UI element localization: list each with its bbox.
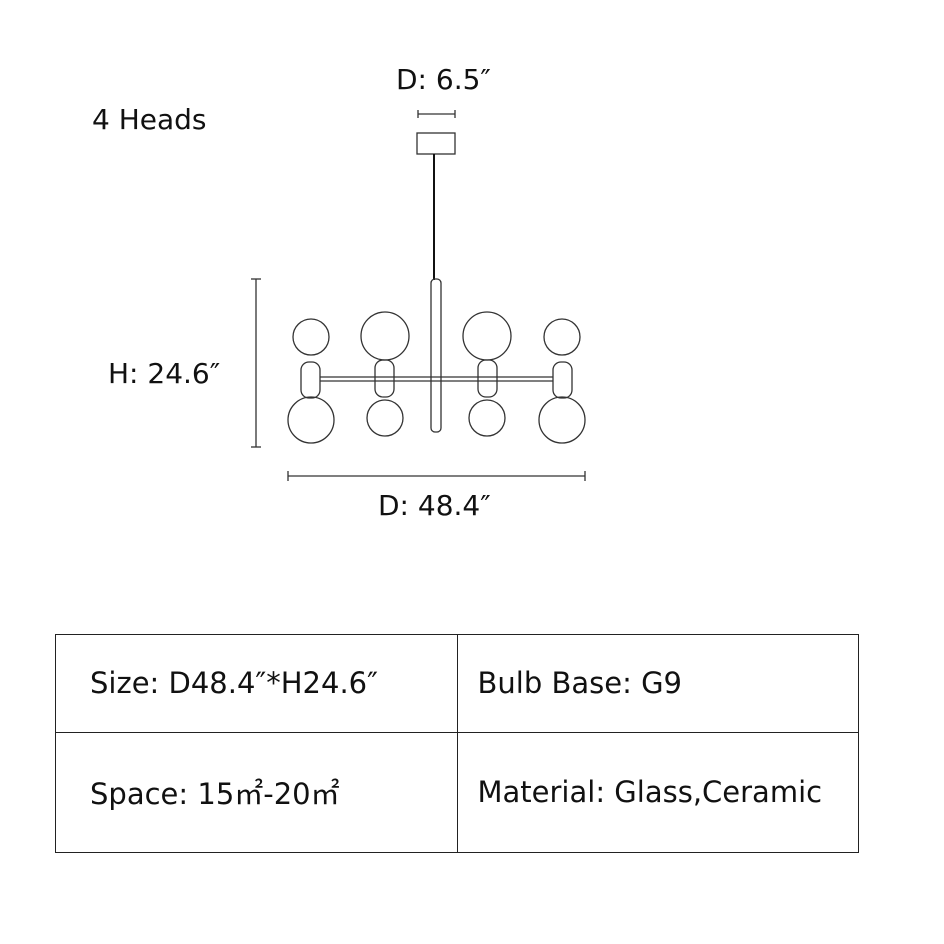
heads-label: 4 Heads bbox=[92, 103, 207, 136]
height-label: H: 24.6″ bbox=[108, 357, 221, 390]
center-stem bbox=[430, 278, 442, 433]
globe-head-2 bbox=[360, 311, 410, 437]
spec-material: Material: Glass,Ceramic bbox=[456, 731, 859, 854]
height-dimension-line bbox=[251, 278, 261, 448]
canopy-diameter-label: D: 6.5″ bbox=[396, 63, 491, 96]
canopy bbox=[416, 132, 456, 155]
globe-head-1 bbox=[287, 318, 335, 444]
table-row: Size: D48.4″*H24.6″ Bulb Base: G9 bbox=[55, 634, 859, 733]
globe-head-4 bbox=[538, 318, 586, 444]
canopy-dimension-line bbox=[417, 110, 456, 118]
spec-space: Space: 15㎡-20㎡ bbox=[55, 731, 458, 854]
spec-bulb-base: Bulb Base: G9 bbox=[456, 634, 859, 733]
globe-head-3 bbox=[462, 311, 512, 437]
table-row: Space: 15㎡-20㎡ Material: Glass,Ceramic bbox=[55, 731, 859, 854]
diameter-label: D: 48.4″ bbox=[378, 489, 491, 522]
width-dimension-line bbox=[287, 471, 586, 481]
spec-table: Size: D48.4″*H24.6″ Bulb Base: G9 Space:… bbox=[55, 634, 859, 854]
spec-size: Size: D48.4″*H24.6″ bbox=[55, 634, 458, 733]
